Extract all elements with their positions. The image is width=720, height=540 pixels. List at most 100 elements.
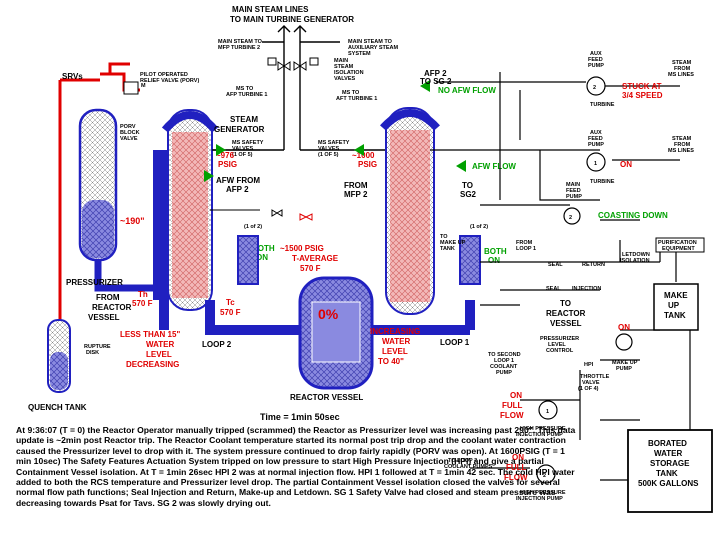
stuck-at-1: STUCK AT bbox=[622, 82, 662, 91]
svg-text:MAIN STEAM TO: MAIN STEAM TO bbox=[218, 39, 263, 45]
svg-text:VALVES: VALVES bbox=[318, 146, 340, 152]
aux-feed-pump-top: 2 bbox=[586, 76, 606, 96]
svg-text:TANK: TANK bbox=[664, 311, 686, 320]
aux-feed-pump-mid: 1 bbox=[586, 152, 606, 172]
svg-text:1: 1 bbox=[594, 161, 597, 167]
srvs-label: SRVs bbox=[62, 72, 83, 81]
seal-return-return: RETURN bbox=[582, 262, 605, 268]
svg-text:MAKE UP: MAKE UP bbox=[440, 240, 466, 246]
svg-text:HPI: HPI bbox=[584, 362, 594, 368]
svg-text:PUMP: PUMP bbox=[588, 63, 604, 69]
porv-label-2: RELIEF VALVE (PORV) bbox=[140, 78, 199, 84]
narrative-text: At 9:36:07 (T = 0) the Reactor Operator … bbox=[16, 425, 576, 508]
svg-text:AFP TURBINE 1: AFP TURBINE 1 bbox=[226, 92, 267, 98]
svg-text:PUMP: PUMP bbox=[616, 366, 632, 372]
svg-text:TO LOOP 2: TO LOOP 2 bbox=[448, 458, 477, 464]
sg-right-pressure-2: PSIG bbox=[358, 160, 377, 169]
pressurizer-label: PRESSURIZER bbox=[66, 278, 123, 287]
svg-text:INJECTION PUMP: INJECTION PUMP bbox=[516, 432, 563, 438]
porv-valve-label: M bbox=[141, 83, 146, 89]
make-up-tank bbox=[653, 283, 699, 331]
full-flow-1c: FLOW bbox=[500, 411, 524, 420]
right-level-3: LEVEL bbox=[382, 347, 408, 356]
svg-text:ISOLATION: ISOLATION bbox=[334, 70, 364, 76]
both-on-left-1: BOTH bbox=[252, 244, 275, 253]
svg-text:MAIN: MAIN bbox=[566, 182, 580, 188]
svg-text:TO: TO bbox=[440, 234, 448, 240]
left-level-3: LEVEL bbox=[146, 350, 172, 359]
sg-left-pressure-2: PSIG bbox=[218, 160, 237, 169]
purification-box bbox=[655, 237, 705, 253]
seal-injection-injection: INJECTION bbox=[572, 286, 601, 292]
svg-text:TURBINE: TURBINE bbox=[590, 102, 615, 108]
porv-block-label-3: VALVE bbox=[120, 136, 138, 142]
stuck-at-2: 3/4 SPEED bbox=[622, 91, 663, 100]
tc-2: 570 F bbox=[220, 308, 241, 317]
left-level-2: WATER bbox=[146, 340, 175, 349]
afw-arrows bbox=[204, 80, 466, 182]
loop1-label: LOOP 1 bbox=[440, 338, 470, 347]
svg-text:2: 2 bbox=[543, 473, 546, 479]
afw-flow: AFW FLOW bbox=[472, 162, 516, 171]
svg-text:FEED: FEED bbox=[588, 57, 603, 63]
svg-text:BORATED: BORATED bbox=[648, 439, 687, 448]
from-mfp2-2: MFP 2 bbox=[344, 190, 368, 199]
reactor-valves bbox=[210, 209, 313, 221]
svg-text:EQUIPMENT: EQUIPMENT bbox=[662, 246, 695, 252]
svg-text:TANK: TANK bbox=[656, 469, 678, 478]
svg-text:MAKE UP: MAKE UP bbox=[612, 360, 638, 366]
svg-text:MAIN: MAIN bbox=[334, 58, 348, 64]
on-makeup: ON bbox=[618, 323, 630, 332]
svg-text:2: 2 bbox=[593, 85, 596, 91]
svg-text:COOLANT PUMPS: COOLANT PUMPS bbox=[444, 464, 493, 470]
svg-text:500K GALLONS: 500K GALLONS bbox=[638, 479, 699, 488]
right-level-2: WATER bbox=[382, 337, 411, 346]
pressurizer bbox=[78, 108, 164, 292]
svg-text:FROM: FROM bbox=[674, 66, 691, 72]
time-label: Time = 1min 50sec bbox=[260, 412, 340, 422]
full-flow-1a: ON bbox=[510, 391, 522, 400]
svg-text:PUMP: PUMP bbox=[496, 370, 512, 376]
svg-text:MAIN STEAM TO: MAIN STEAM TO bbox=[348, 39, 393, 45]
steam-generator-right bbox=[372, 107, 475, 335]
svg-text:CONTROL: CONTROL bbox=[546, 348, 574, 354]
to-rv-3: VESSEL bbox=[550, 319, 582, 328]
svg-text:AUX: AUX bbox=[590, 51, 602, 57]
svg-text:VALVE: VALVE bbox=[582, 380, 600, 386]
narrative-paragraph: At 9:36:07 (T = 0) the Reactor Operator … bbox=[16, 425, 576, 508]
full-flow-2b: FULL bbox=[506, 463, 527, 472]
coolant-pumps bbox=[237, 235, 481, 285]
both-on-right-2: ON bbox=[488, 256, 500, 265]
quench-tank bbox=[47, 319, 71, 393]
svg-text:TANK: TANK bbox=[440, 246, 455, 252]
svg-text:MS SAFETY: MS SAFETY bbox=[232, 140, 264, 146]
svg-text:PUMP: PUMP bbox=[588, 142, 604, 148]
sg-left-pressure-1: ~976 bbox=[216, 151, 235, 160]
svg-text:SYSTEM: SYSTEM bbox=[348, 51, 371, 57]
from-rv-3: VESSEL bbox=[88, 313, 120, 322]
svg-text:THROTTLE: THROTTLE bbox=[580, 374, 610, 380]
svg-text:AFT TURBINE 1: AFT TURBINE 1 bbox=[336, 96, 377, 102]
bwst bbox=[627, 429, 713, 513]
one-of-two-left: (1 of 2) bbox=[244, 224, 262, 230]
right-level-4: TO 40" bbox=[378, 357, 404, 366]
tc-1: Tc bbox=[226, 298, 235, 307]
afw-from-afp2-2: AFP 2 bbox=[226, 185, 249, 194]
svg-text:COOLANT: COOLANT bbox=[490, 364, 518, 370]
from-rv-2: REACTOR bbox=[92, 303, 132, 312]
loop2-piping bbox=[159, 288, 300, 335]
afp2-to-sg2-1: AFP 2 bbox=[424, 69, 447, 78]
svg-text:FROM: FROM bbox=[516, 240, 533, 246]
porv-label-1: PILOT OPERATED bbox=[140, 72, 188, 78]
svg-text:(1 OF 5): (1 OF 5) bbox=[232, 152, 253, 158]
sg-label-2: GENERATOR bbox=[214, 125, 265, 134]
loop2-label: LOOP 2 bbox=[202, 340, 232, 349]
afp2-to-sg2-2: TO SG 2 bbox=[420, 77, 452, 86]
svg-text:LETDOWN: LETDOWN bbox=[622, 252, 650, 258]
seal-injection-seal: SEAL bbox=[546, 286, 561, 292]
both-on-left-2: ON bbox=[256, 253, 268, 262]
svg-text:VALVES: VALVES bbox=[334, 76, 356, 82]
to-rv-1: TO bbox=[560, 299, 571, 308]
left-level-4: DECREASING bbox=[126, 360, 179, 369]
